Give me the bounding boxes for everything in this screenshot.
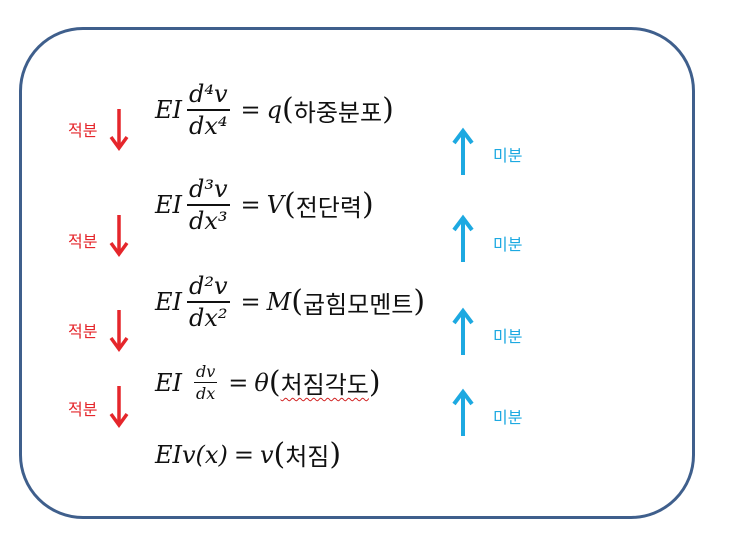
ei-symbol: EI bbox=[155, 368, 182, 397]
ei-symbol: EI bbox=[155, 191, 182, 219]
arrow-up-icon bbox=[452, 388, 474, 436]
equals-sign: = bbox=[240, 191, 261, 219]
formula-panel bbox=[19, 27, 695, 519]
fraction-denominator: dx⁴ bbox=[187, 109, 230, 140]
rhs-symbol: v bbox=[259, 440, 274, 469]
quantity-name: 처짐각도 bbox=[280, 371, 369, 399]
integrate-label: 적분 bbox=[68, 232, 98, 251]
quantity-name: 하중분포 bbox=[293, 98, 383, 127]
integrate-label: 적분 bbox=[68, 322, 98, 341]
rhs-symbol: M bbox=[266, 288, 292, 316]
differentiate-label: 미분 bbox=[493, 327, 523, 346]
fraction-denominator: dx³ bbox=[187, 204, 230, 235]
ei-symbol: EI bbox=[155, 288, 182, 316]
equals-sign: = bbox=[233, 440, 254, 469]
eiv-expression: EIv(x) bbox=[155, 440, 228, 469]
fraction-numerator: d⁴v bbox=[189, 80, 228, 108]
equals-sign: = bbox=[228, 368, 249, 397]
equals-sign: = bbox=[240, 96, 261, 124]
ei-symbol: EI bbox=[155, 96, 182, 124]
equals-sign: = bbox=[240, 288, 261, 316]
arrow-up-icon bbox=[452, 214, 474, 262]
equation-deflection: EIv(x) = v (처짐) bbox=[155, 436, 342, 472]
rhs-symbol: θ bbox=[254, 368, 269, 397]
differentiate-label: 미분 bbox=[493, 146, 523, 165]
fraction-numerator: dv bbox=[196, 362, 216, 381]
fourth-derivative: d⁴v dx⁴ bbox=[187, 80, 230, 140]
equation-distributed-load: EI d⁴v dx⁴ = q (하중분포) bbox=[155, 80, 394, 140]
integrate-label: 적분 bbox=[68, 400, 98, 419]
rhs-symbol: V bbox=[266, 191, 284, 219]
quantity-name: 전단력 bbox=[295, 193, 362, 222]
first-derivative: dv dx bbox=[194, 362, 218, 403]
integrate-label: 적분 bbox=[68, 121, 98, 140]
fraction-numerator: d³v bbox=[189, 175, 228, 203]
third-derivative: d³v dx³ bbox=[187, 175, 230, 235]
arrow-down-icon bbox=[109, 386, 129, 428]
arrow-down-icon bbox=[109, 215, 129, 257]
rhs-symbol: q bbox=[266, 96, 283, 124]
quantity-name: 처짐 bbox=[285, 443, 330, 471]
quantity-name: 굽힘모멘트 bbox=[302, 290, 414, 319]
arrow-up-icon bbox=[452, 307, 474, 355]
equation-shear-force: EI d³v dx³ = V (전단력) bbox=[155, 175, 374, 235]
equation-bending-moment: EI d²v dx² = M (굽힘모멘트) bbox=[155, 272, 426, 332]
fraction-denominator: dx² bbox=[187, 301, 230, 332]
differentiate-label: 미분 bbox=[493, 235, 523, 254]
fraction-numerator: d²v bbox=[189, 272, 228, 300]
arrow-down-icon bbox=[109, 109, 129, 151]
fraction-denominator: dx bbox=[194, 382, 218, 403]
equation-slope-angle: EI dv dx = θ (처짐각도) bbox=[155, 362, 381, 403]
arrow-down-icon bbox=[109, 310, 129, 352]
differentiate-label: 미분 bbox=[493, 408, 523, 427]
arrow-up-icon bbox=[452, 127, 474, 175]
second-derivative: d²v dx² bbox=[187, 272, 230, 332]
